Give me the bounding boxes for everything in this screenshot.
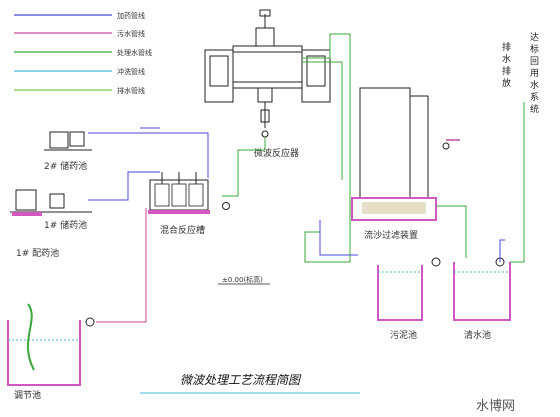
elevation-mark: ±0.00(标高) — [222, 275, 263, 284]
watermark: 水博网 — [476, 399, 515, 414]
svg-text:达: 达 — [530, 31, 539, 43]
sludge-tank — [377, 257, 441, 321]
svg-text:系: 系 — [530, 92, 539, 103]
legend-label-drain: 排水管线 — [117, 86, 145, 95]
sand-filter-label: 流沙过滤装置 — [364, 229, 418, 241]
reactor-outlet-line — [222, 137, 266, 197]
svg-text:用: 用 — [530, 68, 539, 79]
legend-label-sewage: 污水管线 — [117, 29, 145, 38]
pump-icon — [222, 202, 230, 210]
tank-2 — [44, 131, 92, 151]
clear-tank — [453, 257, 511, 321]
legend-label-wash: 冲洗管线 — [117, 67, 145, 76]
svg-text:排: 排 — [502, 65, 511, 77]
dosing-line-2 — [88, 171, 160, 201]
tank-2-label: 2# 储药池 — [44, 160, 87, 172]
svg-text:排: 排 — [502, 41, 511, 53]
reuse-line — [510, 102, 525, 263]
svg-text:水: 水 — [530, 79, 539, 91]
svg-text:统: 统 — [530, 103, 539, 115]
clear-tank-label: 清水池 — [464, 329, 491, 341]
treated-water-line — [302, 33, 351, 263]
svg-text:回: 回 — [530, 56, 539, 67]
microwave-reactor — [204, 9, 331, 138]
microwave-reactor-label: 微波反应器 — [254, 147, 299, 159]
tank-1-label: 1# 储药池 — [44, 219, 87, 231]
mixing-reactor-tank — [148, 172, 210, 214]
discharge-label: 排 水 排 放 — [502, 41, 511, 89]
svg-text:放: 放 — [502, 77, 511, 89]
tank-1-mixing-label: 1# 配药池 — [16, 247, 59, 259]
legend-label-treated: 处理水管线 — [117, 48, 152, 57]
legend-label-dosing: 加药管线 — [117, 11, 145, 20]
tank-1 — [10, 189, 92, 216]
microwave-generator-left — [204, 49, 234, 103]
svg-text:水: 水 — [502, 53, 511, 65]
legend: 加药管线 污水管线 处理水管线 冲洗管线 排水管线 — [14, 11, 152, 95]
mixing-reactor-label: 混合反应槽 — [160, 224, 205, 236]
diagram-title: 微波处理工艺流程简图 — [180, 373, 302, 387]
regulating-tank — [7, 303, 95, 386]
sand-filter — [351, 87, 460, 221]
regulating-tank-label: 调节池 — [14, 389, 41, 401]
svg-text:标: 标 — [530, 43, 539, 55]
sewage-line — [96, 208, 147, 323]
reuse-label: 达 标 回 用 水 系 统 — [530, 31, 539, 115]
sludge-tank-label: 污泥池 — [390, 329, 417, 341]
dosing-line-1 — [88, 132, 209, 178]
